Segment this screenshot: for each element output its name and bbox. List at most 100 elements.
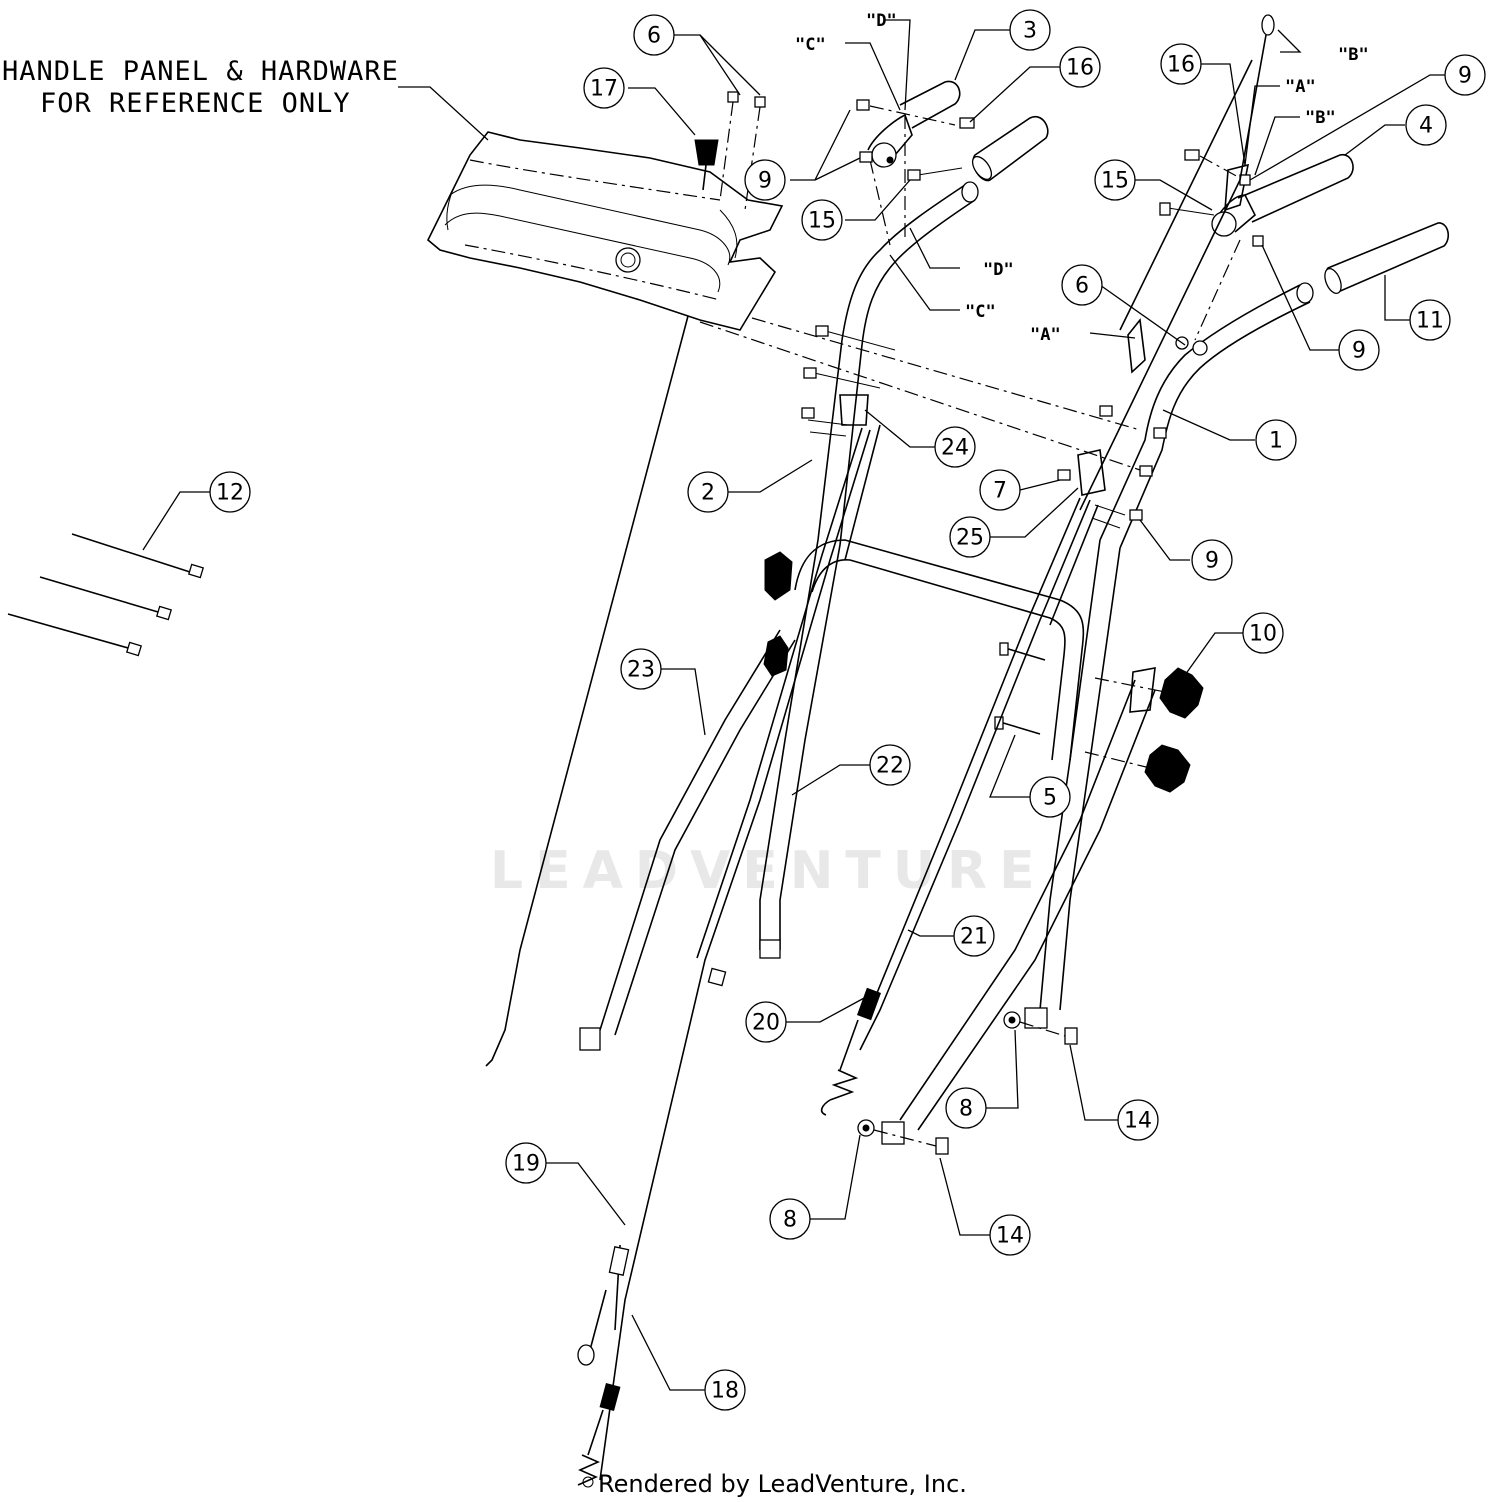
callout-9a: 9 (744, 159, 786, 201)
knobs-10 (763, 551, 1204, 793)
footer-credit: Rendered by LeadVenture, Inc. (598, 1470, 967, 1498)
svg-text:16: 16 (1167, 53, 1195, 78)
handle-panel (427, 131, 784, 331)
svg-text:10: 10 (1249, 622, 1277, 647)
grip-left (971, 115, 1049, 182)
ref-c-lower: "C" (965, 302, 996, 322)
svg-text:6: 6 (1075, 274, 1089, 299)
callout-5: 5 (1029, 776, 1071, 818)
handle-bolts (801, 318, 1208, 521)
svg-text:6: 6 (647, 24, 661, 49)
svg-text:18: 18 (711, 1379, 739, 1404)
callout-16a: 16 (1059, 46, 1101, 88)
svg-text:15: 15 (1101, 169, 1129, 194)
svg-text:9: 9 (1205, 549, 1219, 574)
svg-text:9: 9 (758, 169, 772, 194)
note-line-2: FOR REFERENCE ONLY (40, 88, 351, 119)
svg-text:21: 21 (960, 925, 988, 950)
callout-1: 1 (1255, 419, 1297, 461)
cable-18-19 (577, 967, 727, 1486)
callout-16b: 16 (1160, 43, 1202, 85)
callout-19: 19 (505, 1142, 547, 1184)
upper-handle-right (1091, 282, 1314, 549)
callout-11: 11 (1409, 299, 1451, 341)
svg-text:2: 2 (701, 481, 715, 506)
svg-text:16: 16 (1066, 56, 1094, 81)
ref-a-lower: "A" (1030, 325, 1061, 345)
lower-handle-right (881, 667, 1156, 1145)
svg-text:23: 23 (627, 658, 655, 683)
cable-20 (820, 987, 882, 1116)
callout-10: 10 (1242, 612, 1284, 654)
svg-text:14: 14 (996, 1224, 1024, 1249)
svg-text:3: 3 (1023, 19, 1037, 44)
svg-text:4: 4 (1419, 114, 1433, 139)
panel-screws (719, 91, 766, 211)
svg-text:24: 24 (941, 436, 969, 461)
lower-handle-frame (759, 539, 1121, 1029)
callout-9c: 9 (1338, 329, 1380, 371)
callout-15b: 15 (1094, 159, 1136, 201)
callout-17: 17 (583, 67, 625, 109)
callout-25: 25 (949, 516, 991, 558)
callout-8a: 8 (945, 1087, 987, 1129)
callout-9d: 9 (1191, 539, 1233, 581)
svg-text:17: 17 (590, 77, 618, 102)
grip-11 (1324, 222, 1450, 294)
svg-text:8: 8 (783, 1208, 797, 1233)
callout-20: 20 (745, 1001, 787, 1043)
watermark: LEADVENTURE (490, 841, 1047, 901)
control-lever-4 (1194, 153, 1354, 341)
knob-17 (694, 139, 719, 191)
svg-text:11: 11 (1416, 309, 1444, 334)
svg-text:15: 15 (808, 209, 836, 234)
svg-text:1: 1 (1269, 429, 1283, 454)
ref-c-top: "C" (795, 35, 826, 55)
callout-6a: 6 (633, 14, 675, 56)
callout-21: 21 (953, 915, 995, 957)
callout-18: 18 (704, 1369, 746, 1411)
ref-b-top: "B" (1338, 45, 1369, 65)
callout-8b: 8 (769, 1198, 811, 1240)
callout-22: 22 (869, 744, 911, 786)
svg-text:9: 9 (1458, 64, 1472, 89)
ref-d-lower: "D" (983, 260, 1014, 280)
ref-b-mid: "B" (1305, 108, 1336, 128)
shift-rod (519, 315, 689, 951)
callout-23: 23 (620, 648, 662, 690)
bolts-5 (994, 642, 1046, 735)
note-line-1: HANDLE PANEL & HARDWARE (2, 56, 399, 87)
callout-15a: 15 (801, 199, 843, 241)
svg-text:5: 5 (1043, 786, 1057, 811)
callout-6b: 6 (1061, 264, 1103, 306)
callout-14a: 14 (1117, 1099, 1159, 1141)
svg-text:19: 19 (512, 1152, 540, 1177)
svg-text:12: 12 (216, 481, 244, 506)
callout-2: 2 (687, 471, 729, 513)
callout-3: 3 (1009, 9, 1051, 51)
callout-24: 24 (934, 426, 976, 468)
control-lever-3 (867, 80, 961, 246)
svg-text:22: 22 (876, 754, 904, 779)
svg-text:25: 25 (956, 526, 984, 551)
callout-12: 12 (209, 471, 251, 513)
svg-text:7: 7 (993, 479, 1007, 504)
ref-a-top: "A" (1285, 77, 1316, 97)
callout-4: 4 (1405, 104, 1447, 146)
svg-text:8: 8 (959, 1097, 973, 1122)
fasteners-8-14 (857, 1011, 1078, 1155)
svg-text:14: 14 (1124, 1109, 1152, 1134)
cables (599, 424, 1099, 1481)
control-hardware (856, 99, 1264, 247)
svg-text:20: 20 (752, 1011, 780, 1036)
cable-ties-12 (7, 533, 205, 657)
callout-9b: 9 (1444, 54, 1486, 96)
ref-d-top: "D" (866, 11, 897, 31)
lower-handle-23 (579, 629, 796, 1051)
cable-b (1079, 14, 1275, 511)
svg-text:9: 9 (1352, 339, 1366, 364)
note-leader (398, 86, 489, 141)
callout-14b: 14 (989, 1214, 1031, 1256)
callout-7: 7 (979, 469, 1021, 511)
